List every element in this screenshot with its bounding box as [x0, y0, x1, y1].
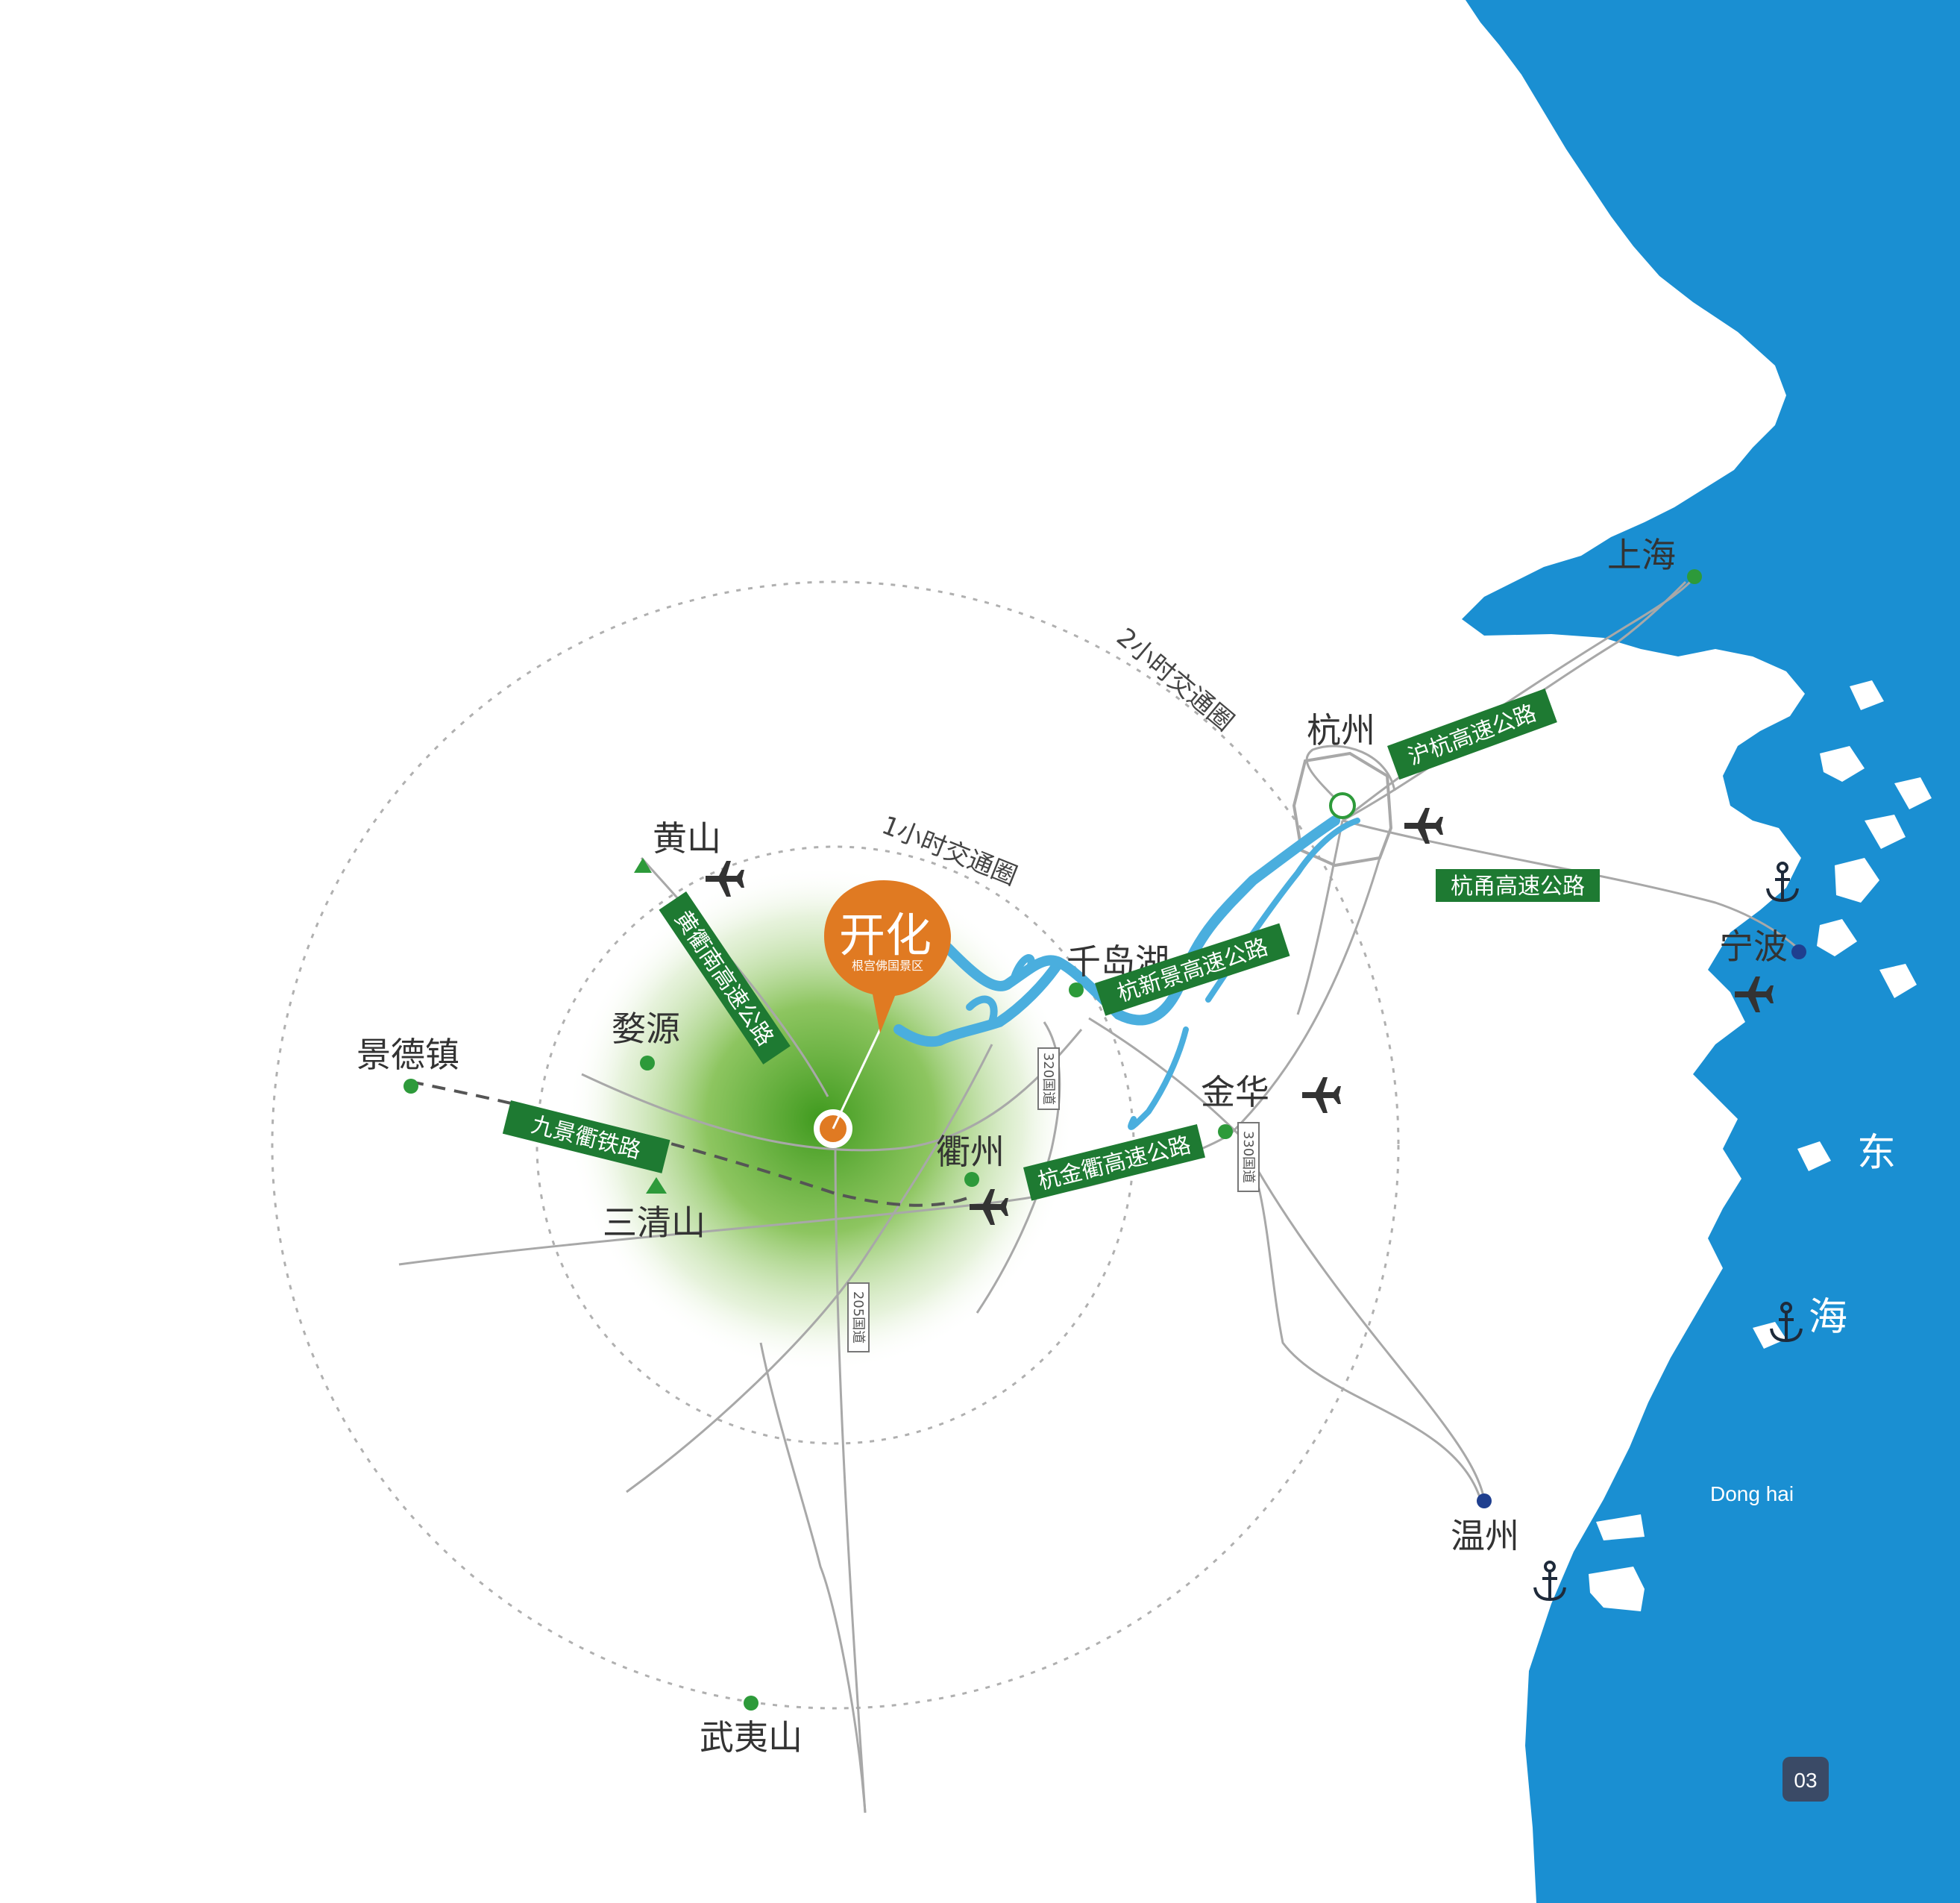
page-number-badge [1782, 1757, 1829, 1802]
huang-qu-nan-highway-badge [659, 891, 791, 1065]
shanghai-label: 上海 [1607, 535, 1676, 575]
jingdezhen-dot [403, 1079, 418, 1094]
jingdezhen-label: 景德镇 [356, 1035, 459, 1075]
g320-label: 320国道 [1040, 1053, 1056, 1105]
sea-label-dong: 东 [1857, 1131, 1896, 1176]
quzhou-label: 衢州 [936, 1132, 1005, 1172]
page-number: 03 [1794, 1769, 1817, 1792]
wuyuan-dot [640, 1056, 655, 1070]
kaihua-subtitle: 根宫佛国景区 [852, 959, 923, 973]
hangzhou-label: 杭州 [1307, 710, 1375, 750]
kaihua-pointer-line [832, 1029, 882, 1129]
huangshan-mountain-triangle-icon [634, 858, 652, 873]
jiu-jing-qu-railway-badge [502, 1100, 670, 1173]
wuyishan-dot [744, 1696, 758, 1711]
g330-tag [1237, 1122, 1260, 1192]
wenzhou-dot [1477, 1493, 1492, 1508]
wuyuan-label: 婺源 [612, 1009, 680, 1049]
wuyishan-label: 武夷山 [700, 1717, 802, 1758]
islands [1471, 664, 1932, 1611]
ningbo-label: 宁波 [1719, 927, 1788, 967]
sanqingshan-label: 三清山 [603, 1203, 706, 1243]
kaihua-title: 开化 [839, 908, 932, 962]
jinhua-dot [1218, 1124, 1233, 1139]
qiandaohu-dot [1069, 982, 1084, 997]
jinhua-label: 金华 [1201, 1072, 1269, 1112]
hang-xin-jing-highway-badge [1095, 923, 1290, 1016]
g205-label: 205国道 [850, 1291, 866, 1344]
sea-label-hai: 海 [1809, 1295, 1847, 1340]
hang-jin-qu-highway-badge [1023, 1123, 1205, 1201]
g330-label: 330国道 [1240, 1131, 1256, 1183]
huangshan-label: 黄山 [653, 818, 721, 859]
shanghai-dot [1687, 569, 1702, 584]
hang-yong-highway-label: 杭甬高速公路 [1451, 874, 1585, 900]
sanqingshan-mountain-triangle-icon [646, 1177, 667, 1194]
hangzhou-marker [1329, 792, 1356, 819]
jiujingqu-railway [409, 1080, 970, 1207]
sea-area [1462, 0, 1960, 1903]
jinhua-airplane-icon [1302, 1077, 1341, 1113]
g320-tag [1037, 1047, 1060, 1110]
hu-hang-highway-badge [1387, 689, 1557, 780]
ningbo-dot [1791, 944, 1806, 959]
two-hour-ring-label: 2小时交通圈 [1111, 622, 1240, 737]
hangzhou-airplane-icon [1404, 808, 1443, 844]
two-hour-ring [271, 580, 1400, 1710]
wenzhou-label: 温州 [1451, 1516, 1519, 1556]
hang-yong-highway-badge [1436, 869, 1600, 902]
kaihua-marker-pin [824, 880, 951, 1033]
quzhou-dot [964, 1172, 979, 1187]
city-dots [403, 569, 1806, 1711]
sea-label-english: Dong hai [1710, 1482, 1794, 1505]
national-highway-tags: 320国道 330国道 205国道 [847, 1047, 1260, 1352]
g205-tag [847, 1282, 870, 1352]
hangzhou-ring-road [1292, 751, 1393, 868]
